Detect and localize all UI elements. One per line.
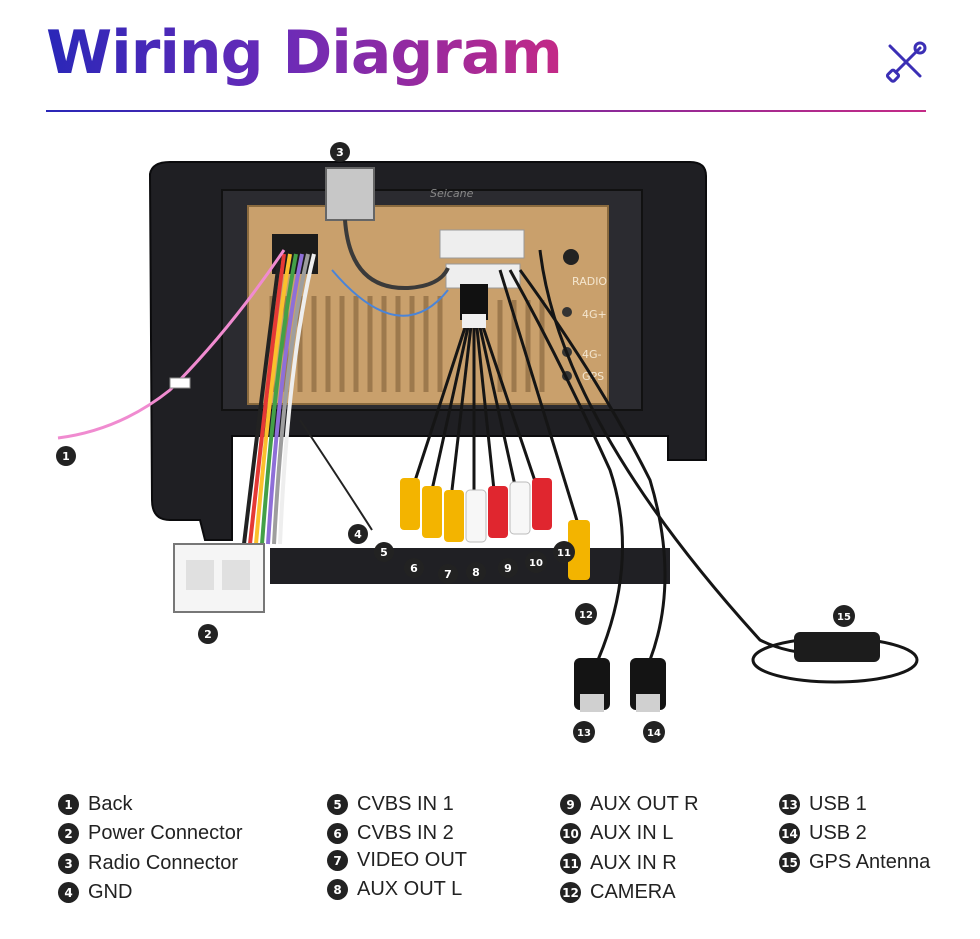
callout-8: 8: [466, 562, 486, 582]
4g-minus-port-label: 4G-: [582, 348, 602, 361]
4g-plus-port: [562, 307, 572, 317]
svg-text:14: 14: [647, 728, 661, 739]
callout-9: 9: [498, 558, 518, 578]
legend-item: 2 Power Connector: [58, 822, 243, 845]
wiring-diagram: Seicane RADIO 4G+ 4G- GPS: [56, 142, 919, 743]
legend-number: 9: [560, 794, 581, 815]
legend-label: CAMERA: [590, 881, 676, 903]
callout-11: 11: [553, 541, 575, 563]
rca-plug-aux-out-l: [465, 489, 487, 543]
legend-label: VIDEO OUT: [357, 849, 468, 871]
legend-item: 13 USB 1: [779, 793, 867, 816]
legend-label: Radio Connector: [88, 852, 239, 874]
rca-plug-aux-in-l: [509, 481, 531, 535]
legend-item: 14 USB 2: [779, 822, 867, 845]
legend-item: 15 GPS Antenna: [779, 851, 930, 874]
callout-5: 5: [374, 542, 394, 562]
legend-number: 7: [327, 850, 348, 871]
radio-port-label: RADIO: [572, 275, 607, 288]
svg-text:8: 8: [472, 566, 480, 579]
legend-item: 9 AUX OUT R: [560, 793, 699, 816]
legend-label: USB 1: [809, 793, 867, 815]
legend-number: 13: [779, 794, 800, 815]
rca-plug-aux-in-r: [532, 478, 552, 530]
callout-4: 4: [348, 524, 368, 544]
radio-port: [563, 249, 579, 265]
legend-item: 1 Back: [58, 793, 132, 816]
legend-item: 12 CAMERA: [560, 881, 676, 904]
legend-item: 6 CVBS IN 2: [327, 822, 454, 845]
legend-number: 6: [327, 823, 348, 844]
callout-6: 6: [404, 558, 424, 578]
rca-plug-camera: [568, 520, 590, 580]
legend-item: 5 CVBS IN 1: [327, 793, 454, 816]
callout-10: 10: [525, 551, 547, 573]
legend-number: 12: [560, 882, 581, 903]
callout-1: 1: [56, 446, 76, 466]
legend-number: 4: [58, 882, 79, 903]
rca-plugs: [400, 478, 590, 580]
legend-label: AUX IN L: [590, 822, 674, 844]
rca-plug-video-out: [444, 490, 464, 542]
svg-text:15: 15: [837, 612, 851, 623]
radio-connector: [325, 167, 375, 221]
svg-text:3: 3: [336, 146, 344, 159]
legend-label: AUX OUT R: [590, 793, 699, 815]
legend-label: Power Connector: [88, 822, 243, 844]
legend-item: 4 GND: [58, 881, 132, 904]
svg-text:6: 6: [410, 562, 418, 575]
gps-antenna: [794, 632, 880, 662]
callout-13: 13: [573, 721, 595, 743]
legend-item: 11 AUX IN R: [560, 852, 677, 875]
legend-label: AUX OUT L: [357, 878, 463, 900]
rca-plug-aux-out-r: [488, 486, 508, 538]
title-divider: [46, 110, 926, 112]
rca-plug-cvbs-in-1: [400, 478, 420, 530]
legend-number: 3: [58, 853, 79, 874]
legend-label: CVBS IN 2: [357, 822, 454, 844]
legend-number: 11: [560, 853, 581, 874]
callout-14: 14: [643, 721, 665, 743]
callout-7: 7: [438, 564, 458, 584]
legend-label: CVBS IN 1: [357, 793, 454, 815]
av-socket: [439, 229, 525, 259]
legend-number: 10: [560, 823, 581, 844]
legend-number: 5: [327, 794, 348, 815]
callout-2: 2: [198, 624, 218, 644]
legend-label: GND: [88, 881, 133, 903]
legend-number: 2: [58, 823, 79, 844]
svg-text:7: 7: [444, 568, 452, 581]
callout-15: 15: [833, 605, 855, 627]
legend-item: 3 Radio Connector: [58, 852, 238, 875]
legend-number: 8: [327, 879, 348, 900]
legend-label: USB 2: [809, 822, 867, 844]
page-title: Wiring Diagram: [46, 18, 563, 88]
svg-text:13: 13: [577, 728, 591, 739]
legend-label: GPS Antenna: [809, 851, 931, 873]
legend-item: 10 AUX IN L: [560, 822, 673, 845]
svg-text:4: 4: [354, 528, 362, 541]
rca-plug-cvbs-in-2: [422, 486, 442, 538]
legend-label: AUX IN R: [590, 852, 677, 874]
brand-label: Seicane: [430, 187, 474, 200]
svg-text:9: 9: [504, 562, 512, 575]
tools-icon: [885, 41, 927, 83]
svg-text:12: 12: [579, 610, 593, 621]
svg-text:5: 5: [380, 546, 388, 559]
legend-item: 8 AUX OUT L: [327, 878, 462, 901]
svg-text:1: 1: [62, 450, 70, 463]
svg-text:10: 10: [529, 558, 543, 569]
callout-12: 12: [575, 603, 597, 625]
svg-text:11: 11: [557, 548, 571, 559]
legend-label: Back: [88, 793, 133, 815]
svg-text:2: 2: [204, 628, 212, 641]
legend-number: 14: [779, 823, 800, 844]
legend-item: 7 VIDEO OUT: [327, 849, 467, 872]
legend-number: 15: [779, 852, 800, 873]
callout-3: 3: [330, 142, 350, 162]
4g-plus-port-label: 4G+: [582, 308, 607, 321]
legend-number: 1: [58, 794, 79, 815]
